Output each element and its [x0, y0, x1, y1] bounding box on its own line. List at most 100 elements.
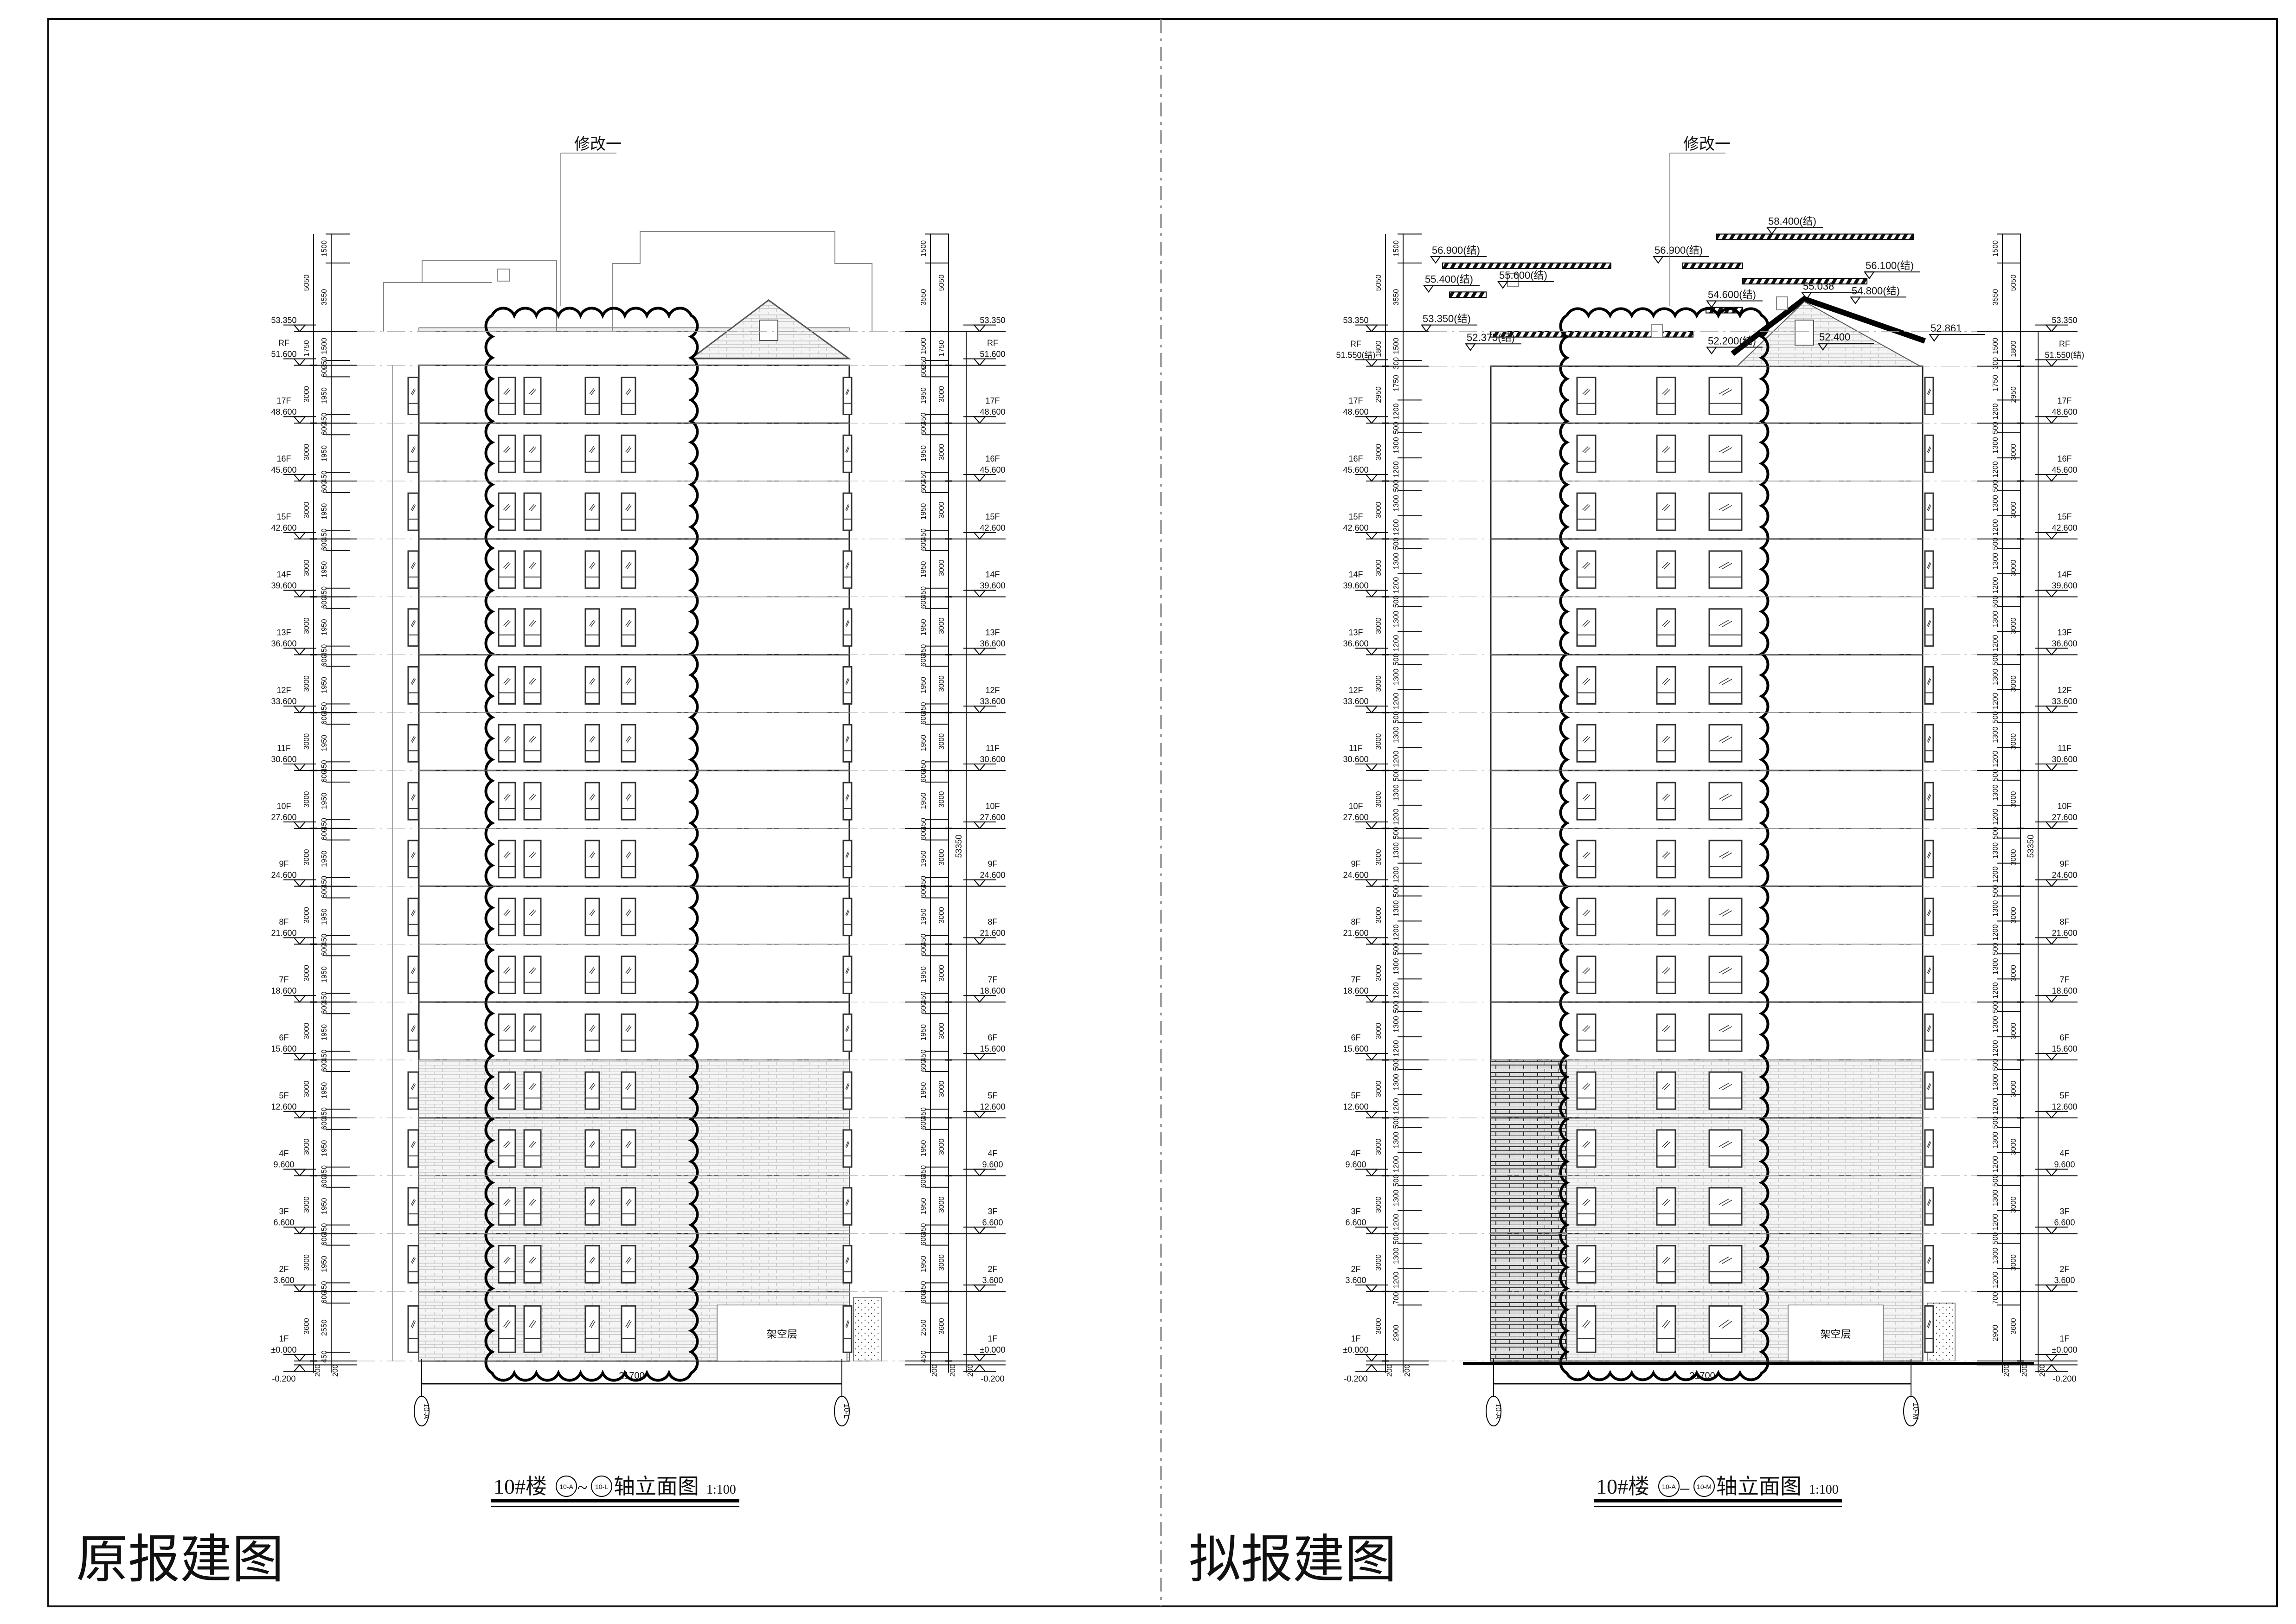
window [842, 492, 853, 531]
elevation-label: 45.600 [271, 465, 296, 475]
dimension-value: 1200 [1392, 1098, 1400, 1115]
window [523, 1305, 542, 1353]
glass-mark-icon [589, 1199, 594, 1205]
dimension-value: 1300 [1992, 1190, 2000, 1207]
floor-label: 5F [1351, 1091, 1360, 1100]
window-frame [1656, 724, 1676, 763]
window [842, 1013, 853, 1052]
window [523, 898, 542, 937]
window-frame [407, 1245, 419, 1284]
window [407, 956, 419, 995]
dimension-value: 1950 [920, 1082, 928, 1099]
dimension-value: 3000 [303, 386, 311, 403]
glass-mark-icon [846, 1142, 850, 1148]
roof-slab-hatched [1716, 233, 1914, 240]
dimension-value: 3000 [2010, 444, 2018, 461]
elevation-triangle-icon [1365, 706, 1379, 713]
glass-mark-icon [529, 793, 535, 800]
dimension-value: 600 [920, 828, 928, 841]
window [407, 1245, 419, 1284]
roof [383, 231, 872, 359]
window-frame [523, 782, 542, 821]
dimension-value: 600 [321, 423, 328, 435]
width-dimension-value: 21700 [1689, 1371, 1715, 1381]
elevation-triangle-icon [1365, 1110, 1379, 1119]
floor-label: 2F [1351, 1265, 1360, 1274]
elevation-label: 12.600 [271, 1102, 296, 1111]
window-frame [523, 898, 542, 937]
window-frame [1576, 608, 1597, 647]
window [584, 1187, 600, 1226]
floor-label: 8F [988, 917, 997, 926]
glass-mark-icon [412, 968, 416, 975]
dimension-value: 500 [1992, 480, 2000, 492]
window [523, 840, 542, 879]
roof-elevation-tag: 55.600(结) [1497, 270, 1554, 289]
glass-mark-icon [1664, 1142, 1670, 1148]
dimension-value: 500 [1392, 422, 1400, 434]
window [842, 1071, 853, 1110]
glass-mark-icon [1719, 735, 1729, 742]
window [1576, 550, 1597, 589]
window [621, 956, 636, 995]
elevation-label: 36.600 [2052, 639, 2077, 648]
window-frame [842, 1187, 853, 1226]
window-frame [621, 1129, 636, 1168]
window-frame [621, 1305, 636, 1353]
window-frame [1924, 492, 1934, 531]
gable-roof [1731, 295, 1926, 356]
glass-mark-icon [412, 852, 416, 859]
elevation-triangle-icon [973, 995, 987, 1003]
glass-mark-icon [625, 909, 630, 916]
floor-label: 17F [276, 396, 291, 405]
dimension-value: 600 [321, 770, 328, 783]
elevation-label: -0.200 [2052, 1374, 2076, 1383]
dimension-value: 1300 [1992, 495, 2000, 512]
window-frame [407, 956, 419, 995]
floor-label: 11F [986, 744, 1000, 753]
glass-mark-icon [1662, 735, 1668, 742]
elevation-label: 51.550(结) [2045, 351, 2084, 360]
dimension-value: 450 [321, 818, 328, 830]
glass-mark-icon [846, 389, 850, 396]
level-marker: 53.350 [905, 316, 1006, 333]
axis-label: 10-A [422, 1403, 430, 1419]
dimension-value: 1300 [1992, 1074, 2000, 1091]
dimension-value: 3550 [920, 289, 928, 306]
floor-label: 6F [1351, 1033, 1360, 1042]
dimension-value: 450 [920, 934, 928, 946]
glass-mark-icon [1664, 447, 1670, 454]
window [1576, 724, 1597, 763]
window-frame [523, 1305, 542, 1353]
window-frame [1576, 434, 1597, 473]
dimension-value: 3550 [321, 289, 328, 306]
window [523, 1071, 542, 1110]
glass-mark-icon [627, 447, 632, 454]
window [842, 1129, 853, 1168]
elevation-triangle-icon [973, 821, 987, 829]
window [498, 782, 516, 821]
glass-mark-icon [505, 968, 511, 975]
window [1656, 1129, 1676, 1168]
window-frame [498, 840, 516, 879]
glass-mark-icon [412, 389, 416, 396]
dimension-value: 500 [1992, 943, 2000, 955]
window [621, 608, 636, 647]
window [1708, 492, 1743, 531]
dimension-value: 500 [1392, 885, 1400, 898]
elevation-triangle-icon [1365, 1053, 1379, 1061]
window-frame [584, 1305, 600, 1353]
glass-mark-icon [590, 852, 596, 859]
dimension-value: 1950 [920, 966, 928, 983]
window [407, 666, 419, 705]
window-frame [498, 492, 516, 531]
dimension-value: 1950 [920, 503, 928, 520]
revision-cloud [484, 307, 699, 1382]
elevation-triangle-icon [293, 590, 307, 598]
dimension-value: 3000 [1375, 559, 1383, 576]
floor-label: 4F [279, 1149, 289, 1158]
dimension-value: 3000 [1375, 1254, 1383, 1271]
elevation-triangle-icon [973, 1110, 987, 1119]
